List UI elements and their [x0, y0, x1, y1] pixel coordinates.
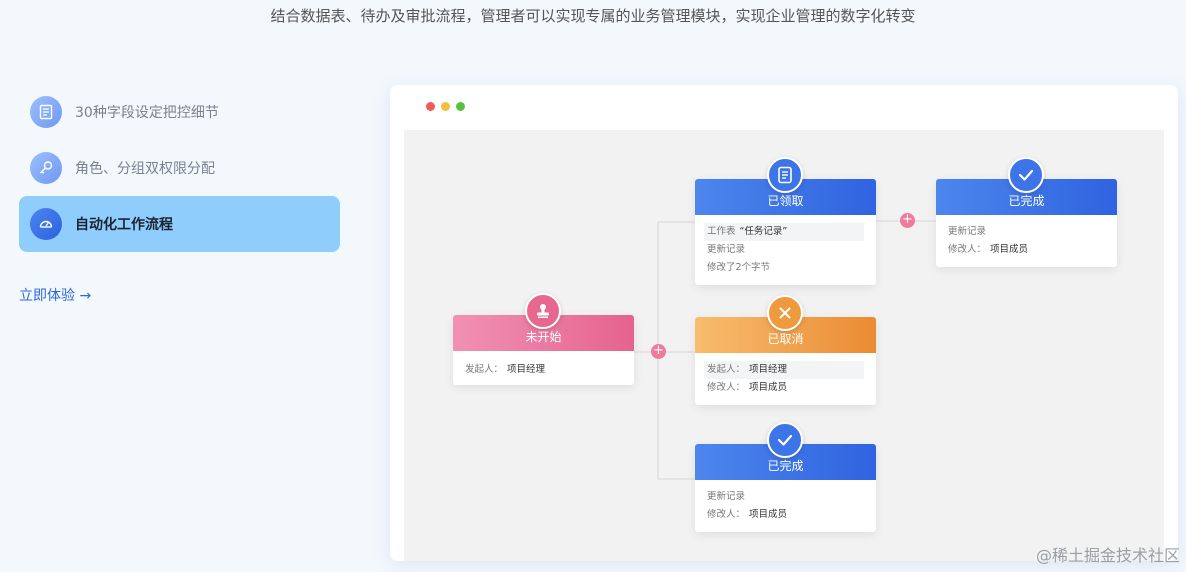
close-window-dot[interactable] — [426, 102, 435, 111]
feature-list: 30种字段设定把控细节 角色、分组双权限分配 自动化工作流程 — [19, 84, 340, 252]
form-field-icon — [30, 96, 62, 128]
card-title: 已领取 — [695, 179, 876, 215]
field-label: 修改人： — [707, 509, 746, 520]
card-field: 修改人：项目成员 — [707, 506, 864, 524]
workflow-dashboard-icon — [30, 208, 62, 240]
app-window: 未开始 发起人：项目经理 已领取 工作表“任务记录” 更新记录 修改了2个字节 — [390, 85, 1178, 561]
minimize-window-dot[interactable] — [441, 102, 450, 111]
feature-item-fields[interactable]: 30种字段设定把控细节 — [19, 84, 340, 140]
workflow-canvas: 未开始 发起人：项目经理 已领取 工作表“任务记录” 更新记录 修改了2个字节 — [404, 130, 1164, 561]
window-controls — [426, 102, 465, 111]
feature-label: 自动化工作流程 — [75, 217, 173, 233]
check-icon — [1008, 157, 1044, 193]
close-icon — [767, 295, 803, 331]
field-value: 项目成员 — [749, 509, 788, 520]
flow-card-not-started[interactable]: 未开始 发起人：项目经理 — [453, 293, 634, 385]
card-field-table: 工作表“任务记录” — [704, 223, 864, 241]
feature-item-workflow[interactable]: 自动化工作流程 — [19, 196, 340, 252]
field-label: 发起人： — [465, 364, 504, 375]
flow-card-claimed[interactable]: 已领取 工作表“任务记录” 更新记录 修改了2个字节 — [695, 157, 876, 285]
flow-card-completed-bottom[interactable]: 已完成 更新记录 修改人：项目成员 — [695, 422, 876, 532]
card-line: 更新记录 — [707, 244, 746, 255]
key-icon — [30, 152, 62, 184]
card-field: 修改人：项目成员 — [707, 379, 864, 397]
field-value: 项目成员 — [990, 244, 1029, 255]
card-line: 更新记录 — [948, 226, 987, 237]
field-label: 发起人： — [707, 364, 746, 375]
add-step-button[interactable]: + — [900, 213, 915, 228]
page-subtitle: 结合数据表、待办及审批流程，管理者可以实现专属的业务管理模块，实现企业管理的数字… — [270, 7, 916, 25]
feature-label: 30种字段设定把控细节 — [75, 105, 219, 121]
watermark: @稀土掘金技术社区 — [1035, 546, 1180, 565]
flow-card-cancelled[interactable]: 已取消 发起人：项目经理 修改人：项目成员 — [695, 295, 876, 405]
field-value: “任务记录” — [739, 226, 788, 237]
field-label: 修改人： — [948, 244, 987, 255]
maximize-window-dot[interactable] — [456, 102, 465, 111]
check-icon — [767, 422, 803, 458]
card-field: 发起人：项目经理 — [704, 361, 864, 379]
card-field: 修改人：项目成员 — [948, 241, 1105, 259]
field-value: 项目经理 — [507, 364, 546, 375]
document-icon — [767, 157, 803, 193]
feature-label: 角色、分组双权限分配 — [75, 161, 215, 177]
add-branch-button[interactable]: + — [651, 344, 666, 359]
card-line: 更新记录 — [707, 491, 746, 502]
try-now-link[interactable]: 立即体验 → — [19, 288, 92, 304]
field-value: 项目经理 — [749, 364, 788, 375]
field-label: 修改人： — [707, 382, 746, 393]
card-field: 发起人：项目经理 — [465, 359, 622, 377]
stamp-icon — [525, 293, 561, 329]
feature-item-permissions[interactable]: 角色、分组双权限分配 — [19, 140, 340, 196]
field-label: 工作表 — [707, 226, 736, 237]
flow-card-completed-right[interactable]: 已完成 更新记录 修改人：项目成员 — [936, 157, 1117, 267]
card-line: 修改了2个字节 — [707, 262, 771, 273]
field-value: 项目成员 — [749, 382, 788, 393]
card-title: 已完成 — [936, 179, 1117, 215]
